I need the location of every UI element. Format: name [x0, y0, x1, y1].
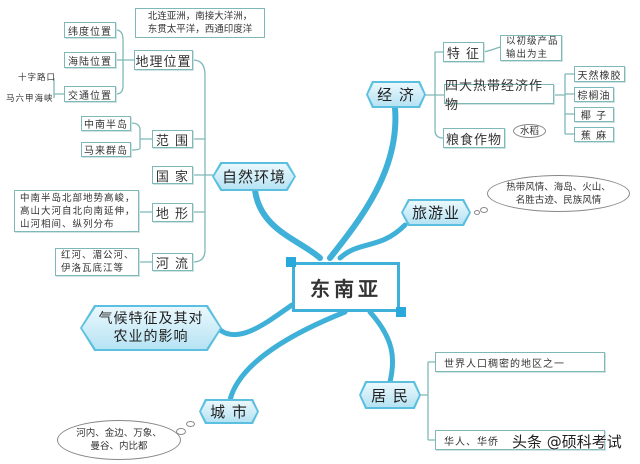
city-note-line: 河内、金边、万象、: [76, 428, 162, 439]
river-note: 红河、湄公河、伊洛瓦底江等: [55, 248, 139, 276]
rice-note: 水稻: [513, 124, 546, 138]
river-note-line: 红河、湄公河、: [61, 250, 135, 261]
climate-line: 气候特征及其对: [98, 311, 204, 327]
climate-line: 农业的影响: [113, 329, 189, 345]
crossroads-label: 十字路口: [18, 73, 57, 83]
crop-rubber: 天然橡胶: [574, 66, 625, 82]
residents-chinese: 华人、华侨: [435, 430, 605, 450]
thought-dot: [474, 210, 480, 215]
tourism-node: 旅游业: [403, 201, 469, 224]
tourism-note-line: 名胜古迹、民族风情: [515, 194, 602, 206]
thought-dot: [186, 421, 195, 427]
traffic-position: 交通位置: [64, 86, 116, 102]
natural-environment-node: 自然环境: [214, 164, 294, 189]
crop-palm-oil: 棕榈油: [574, 87, 614, 102]
geo-note-line: 东贯太平洋，西通印度洋: [147, 24, 253, 35]
land-sea-position: 海陆位置: [64, 52, 116, 68]
tropical-crops-node: 四大热带经济作物: [444, 79, 554, 113]
crop-coconut: 椰 子: [574, 107, 614, 122]
climate-node: 气候特征及其对农业的影响: [82, 307, 220, 349]
latitude-position: 纬度位置: [64, 22, 116, 38]
thought-dot: [176, 428, 186, 435]
tourism-note-line: 热带风情、海岛、火山、: [506, 181, 611, 193]
residents-dense: 世界人口稠密的地区之一: [435, 352, 605, 372]
terrain-note-line: 山河相间、纵列分布: [20, 218, 115, 230]
range-node: 范 围: [152, 130, 193, 149]
center-handle: [396, 307, 406, 317]
feature-note-line: 输出为主: [506, 49, 549, 60]
city-note: 河内、金边、万象、曼谷、内比都: [57, 420, 181, 460]
feature-node: 特 征: [443, 42, 484, 62]
terrain-note: 中南半岛北部地势高峻，高山大河自北向南延伸，山河相间、纵列分布: [14, 190, 139, 232]
malacca-label: 马六甲海峡: [6, 94, 54, 104]
tourism-note: 热带风情、海岛、火山、名胜古迹、民族风情: [487, 175, 630, 212]
residents-node: 居 民: [361, 383, 419, 407]
thought-dot: [480, 207, 488, 213]
terrain-node: 地 形: [152, 203, 193, 222]
country-node: 国 家: [152, 166, 193, 185]
city-node: 城 市: [201, 401, 257, 422]
center-handle: [286, 257, 296, 267]
terrain-note-line: 高山大河自北向南延伸，: [20, 205, 136, 217]
geo-note: 北连亚洲，南接大洋洲， 东贯太平洋，西通印度洋: [135, 8, 265, 38]
crop-abaca: 蕉 麻: [574, 127, 614, 142]
geo-position: 地理位置: [134, 50, 193, 70]
economy-node: 经 济: [368, 83, 424, 106]
geo-note-line: 北连亚洲，南接大洋洲，: [147, 11, 253, 22]
feature-note: 以初级产品输出为主: [500, 35, 562, 61]
indochina-peninsula: 中南半岛: [81, 116, 131, 131]
malay-archipelago: 马来群岛: [81, 142, 131, 157]
terrain-note-line: 中南半岛北部地势高峻，: [20, 192, 136, 204]
city-note-line: 曼谷、内比都: [90, 441, 148, 452]
river-note-line: 伊洛瓦底江等: [61, 263, 125, 274]
center-node: 东南亚: [292, 262, 400, 312]
feature-note-line: 以初级产品: [506, 36, 559, 47]
river-node: 河 流: [152, 253, 193, 272]
watermark: 头条 @硕科考试: [512, 433, 622, 451]
grain-crops-node: 粮食作物: [443, 128, 505, 148]
